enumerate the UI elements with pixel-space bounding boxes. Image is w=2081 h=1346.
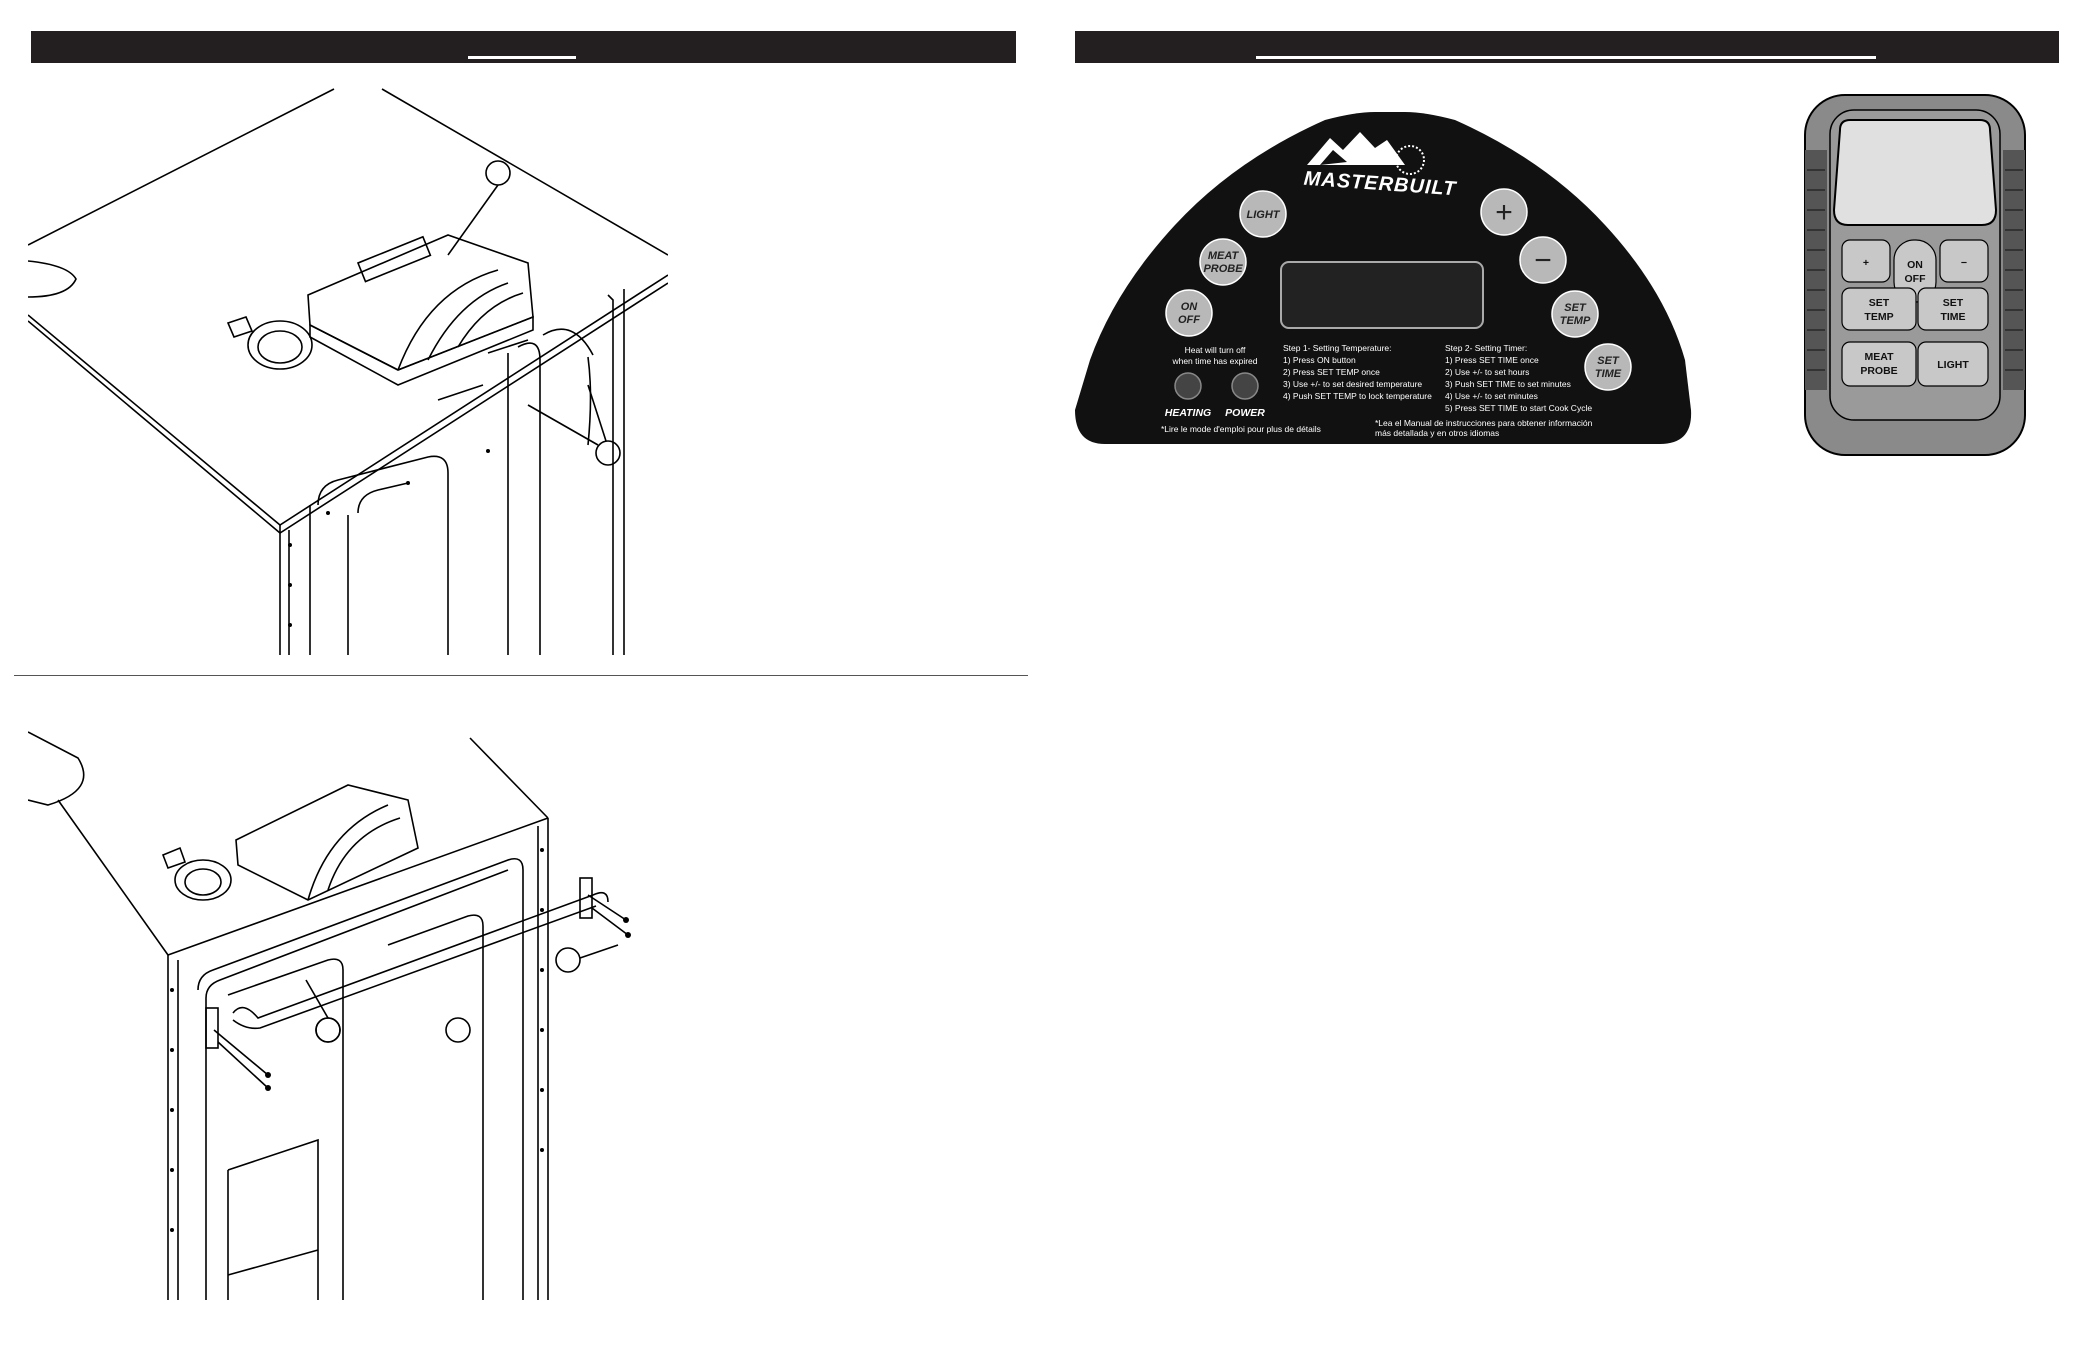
set-temp-button[interactable]: SET TEMP [1551,290,1599,338]
power-indicator [1231,372,1259,400]
step1-line0: Step 1- Setting Temperature: [1283,343,1392,353]
minus-button-label: − [1534,244,1552,277]
on-off-label-line1: ON [1181,301,1199,313]
step2-line5: 5) Press SET TIME to start Cook Cycle [1445,403,1592,413]
remote-minus-label: − [1961,257,1967,269]
remote-meat-probe-button[interactable]: MEAT PROBE [1841,341,1917,387]
step1-line4: 4) Push SET TEMP to lock temperature [1283,391,1432,401]
plus-button-label: + [1495,196,1513,229]
set-temp-label-line2: TEMP [1560,315,1591,327]
remote-light-button[interactable]: LIGHT [1917,341,1989,387]
remote-on-off-button[interactable]: ON OFF [1893,239,1937,303]
step1-line1: 1) Press ON button [1283,355,1356,365]
light-button[interactable]: LIGHT [1239,190,1287,238]
section-divider [14,675,1028,676]
meat-probe-label-line2: PROBE [1203,263,1243,275]
meat-probe-button[interactable]: MEAT PROBE [1199,238,1247,286]
set-time-button[interactable]: SET TIME [1584,343,1632,391]
remote-minus-button[interactable]: − [1939,239,1989,283]
minus-button[interactable]: − [1519,236,1567,284]
remote-screen [1832,119,1998,226]
step2-line1: 1) Press SET TIME once [1445,355,1539,365]
heat-note-line1: Heat will turn off [1185,345,1246,355]
set-temp-label-line1: SET [1564,302,1587,314]
step2-line0: Step 2- Setting Timer: [1445,343,1527,353]
right-header-rule [1256,56,1876,59]
heating-label: HEATING [1165,407,1211,419]
step2-line4: 4) Use +/- to set minutes [1445,391,1538,401]
remote-meat-probe-line2: PROBE [1860,365,1897,377]
handle-install-illustration [28,731,631,1300]
set-time-label-line1: SET [1597,355,1620,367]
remote-set-time-line1: SET [1943,297,1964,309]
remote-off-label: OFF [1905,273,1927,285]
spanish-note-line2: más detallada y en otros idiomas [1375,428,1499,438]
heating-indicator [1174,372,1202,400]
remote-light-label: LIGHT [1937,359,1969,371]
plus-button[interactable]: + [1480,188,1528,236]
remote-set-temp-line2: TEMP [1864,311,1893,323]
on-off-label-line2: OFF [1178,314,1200,326]
step2-line2: 2) Use +/- to set hours [1445,367,1529,377]
remote-set-time-button[interactable]: SET TIME [1917,287,1989,331]
step1-line3: 3) Use +/- to set desired temperature [1283,379,1422,389]
remote-set-temp-line1: SET [1869,297,1890,309]
power-label: POWER [1225,407,1265,419]
controller-mount-illustration [28,88,668,655]
spanish-note-line1: *Lea el Manual de instrucciones para obt… [1375,418,1593,428]
control-panel: MASTERBUILT LIGHT MEAT PROBE ON OFF + − … [1075,112,1692,444]
step1-instructions: Step 1- Setting Temperature: 1) Press ON… [1283,343,1432,401]
heat-note-line2: when time has expired [1171,356,1257,366]
remote-set-temp-button[interactable]: SET TEMP [1841,287,1917,331]
remote-control: + ON OFF − SET TEMP SET TIME MEAT PROBE … [1804,94,2026,456]
remote-plus-button[interactable]: + [1841,239,1891,283]
light-button-label: LIGHT [1247,209,1281,221]
step2-line3: 3) Push SET TIME to set minutes [1445,379,1571,389]
left-header-rule [468,56,576,59]
left-header-band [31,31,1016,63]
remote-set-time-line2: TIME [1940,311,1965,323]
on-off-button[interactable]: ON OFF [1165,289,1213,337]
remote-on-label: ON [1907,259,1923,271]
step2-instructions: Step 2- Setting Timer: 1) Press SET TIME… [1445,343,1592,413]
french-note: *Lire le mode d'emploi pour plus de déta… [1161,424,1321,434]
remote-meat-probe-line1: MEAT [1865,351,1895,363]
right-header-band [1075,31,2059,63]
step1-line2: 2) Press SET TEMP once [1283,367,1380,377]
meat-probe-label-line1: MEAT [1208,250,1240,262]
set-time-label-line2: TIME [1595,368,1622,380]
remote-plus-label: + [1863,257,1869,269]
lcd-display [1280,261,1484,329]
